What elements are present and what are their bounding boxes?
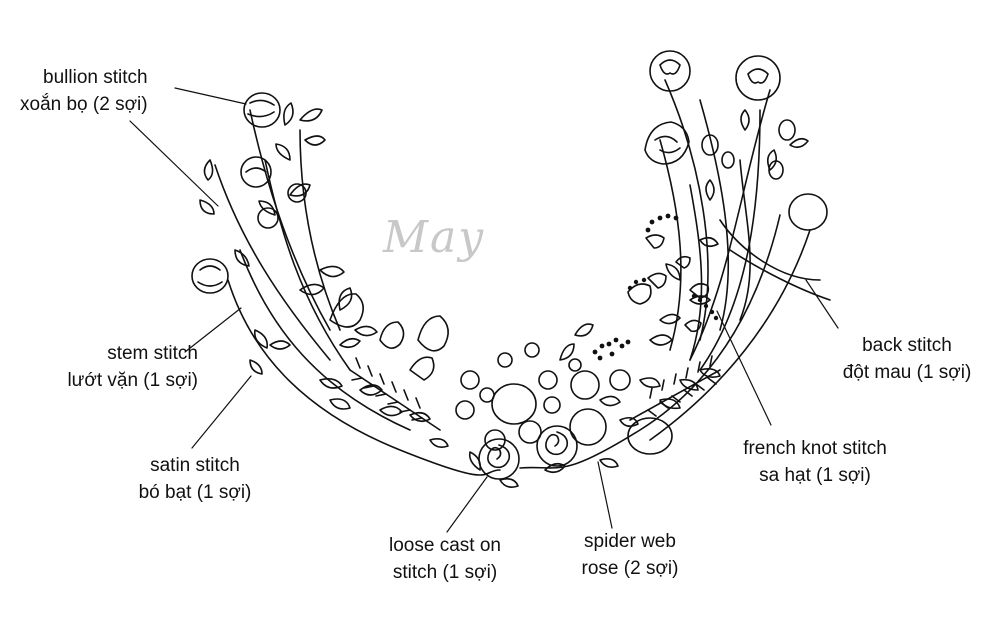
flowers — [191, 50, 828, 480]
label-satin-line2: bó bạt (1 sợi) — [138, 482, 252, 503]
french-knots — [592, 213, 719, 361]
leader-loose — [446, 476, 488, 533]
label-stem-line2: lướt vặn (1 sợi) — [67, 370, 198, 391]
stems — [214, 79, 831, 476]
label-bullion-line2: xoắn bọ (2 sợi) — [20, 94, 148, 115]
label-back-line1: back stitch — [862, 335, 952, 356]
leader-spider — [597, 461, 613, 529]
label-back-line2: đột mau (1 sợi) — [842, 362, 972, 383]
leader-bullion-2 — [129, 120, 219, 207]
label-stem-line1: stem stitch — [107, 343, 198, 364]
label-spider-web-rose: spider web rose (2 sợi) — [565, 528, 695, 582]
label-satin-stitch: satin stitch bó bạt (1 sợi) — [125, 452, 265, 506]
label-french-knot-stitch: french knot stitch sa hạt (1 sợi) — [722, 435, 908, 489]
leader-lines — [129, 87, 839, 533]
label-french-line2: sa hạt (1 sợi) — [759, 465, 871, 486]
label-spider-line2: rose (2 sợi) — [581, 558, 679, 579]
label-back-stitch: back stitch đột mau (1 sợi) — [836, 332, 978, 386]
leader-back — [805, 279, 839, 329]
label-loose-line1: loose cast on — [389, 535, 501, 556]
leader-stem — [184, 307, 242, 353]
label-satin-line1: satin stitch — [150, 455, 240, 476]
label-loose-cast-on-stitch: loose cast on stitch (1 sợi) — [370, 532, 520, 586]
label-french-line1: french knot stitch — [743, 438, 887, 459]
label-bullion-line1: bullion stitch — [43, 67, 148, 88]
label-spider-line1: spider web — [584, 531, 676, 552]
leader-french — [716, 310, 772, 426]
label-stem-stitch: stem stitch lướt vặn (1 sợi) — [40, 340, 198, 394]
label-bullion-stitch: bullion stitch xoắn bọ (2 sợi) — [20, 64, 148, 118]
leader-bullion — [174, 87, 247, 105]
watermark-logo: May — [383, 212, 486, 263]
leader-satin — [191, 375, 252, 449]
label-loose-line2: stitch (1 sợi) — [392, 562, 498, 583]
fern-sprigs — [349, 355, 721, 431]
